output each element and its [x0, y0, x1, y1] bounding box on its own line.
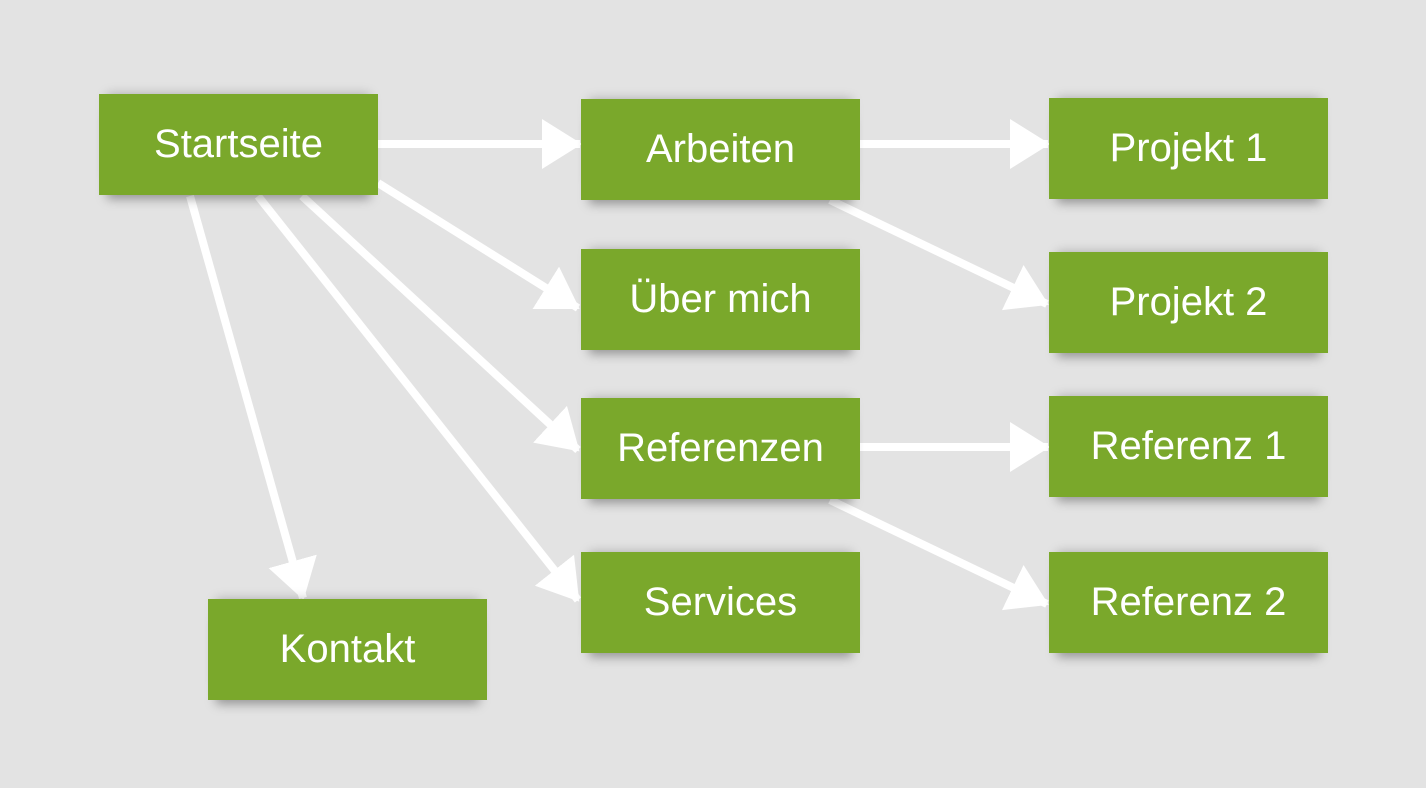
arrow-startseite-to-kontakt: [186, 194, 317, 600]
node-label: Über mich: [629, 277, 812, 321]
arrow-startseite-to-services: [254, 193, 582, 603]
arrow-startseite-to-ueber-mich: [375, 179, 581, 312]
node-label: Services: [643, 580, 798, 624]
node-referenz-2: Referenz 2: [1049, 552, 1328, 653]
node-startseite: Startseite: [99, 94, 378, 195]
node-projekt-2: Projekt 2: [1049, 252, 1328, 353]
node-label: Arbeiten: [646, 127, 795, 171]
node-label: Startseite: [154, 122, 323, 166]
node-label: Referenz 1: [1090, 424, 1287, 468]
node-ueber-mich: Über mich: [581, 249, 860, 350]
arrow-startseite-to-referenzen: [299, 193, 581, 453]
node-label: Referenzen: [617, 426, 824, 470]
node-label: Referenz 2: [1090, 580, 1287, 624]
node-kontakt: Kontakt: [208, 599, 487, 700]
arrow-arbeiten-to-projekt-2: [828, 196, 1049, 311]
node-label: Projekt 2: [1109, 280, 1268, 324]
arrow-referenzen-to-referenz-2: [828, 496, 1049, 611]
node-referenzen: Referenzen: [581, 398, 860, 499]
node-label: Kontakt: [279, 627, 416, 671]
node-services: Services: [581, 552, 860, 653]
node-arbeiten: Arbeiten: [581, 99, 860, 200]
node-referenz-1: Referenz 1: [1049, 396, 1328, 497]
node-projekt-1: Projekt 1: [1049, 98, 1328, 199]
node-label: Projekt 1: [1109, 126, 1268, 170]
